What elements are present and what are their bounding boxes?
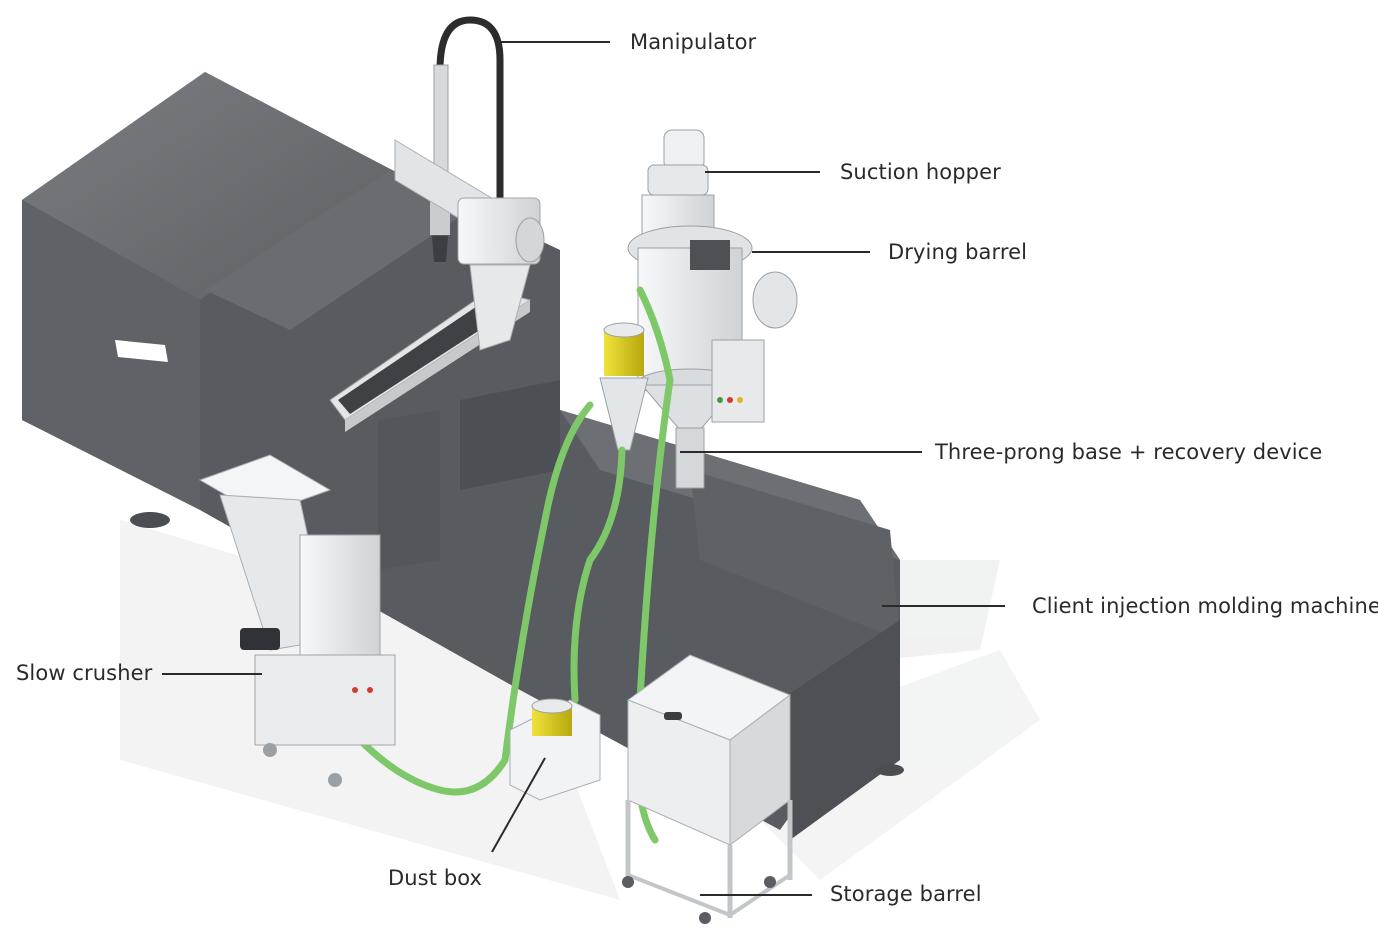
leader-lines (162, 41, 1005, 896)
label-storage-barrel: Storage barrel (830, 882, 982, 906)
label-dust-box: Dust box (388, 866, 483, 890)
injection-molding-machine (22, 72, 904, 840)
manipulator (394, 16, 545, 351)
storage-barrel (622, 654, 793, 924)
dryer-assembly (627, 129, 798, 489)
label-manipulator: Manipulator (630, 30, 757, 54)
leader-dust-box (491, 757, 546, 853)
label-injection-machine: Client injection molding machine (1032, 594, 1378, 618)
label-suction-hopper: Suction hopper (840, 160, 1001, 184)
label-slow-crusher: Slow crusher (16, 661, 153, 685)
label-drying-barrel: Drying barrel (888, 240, 1028, 264)
label-three-prong: Three-prong base + recovery device (935, 440, 1323, 464)
slow-crusher (198, 454, 396, 787)
dust-box (509, 698, 601, 801)
cyclone-filter (599, 322, 649, 451)
